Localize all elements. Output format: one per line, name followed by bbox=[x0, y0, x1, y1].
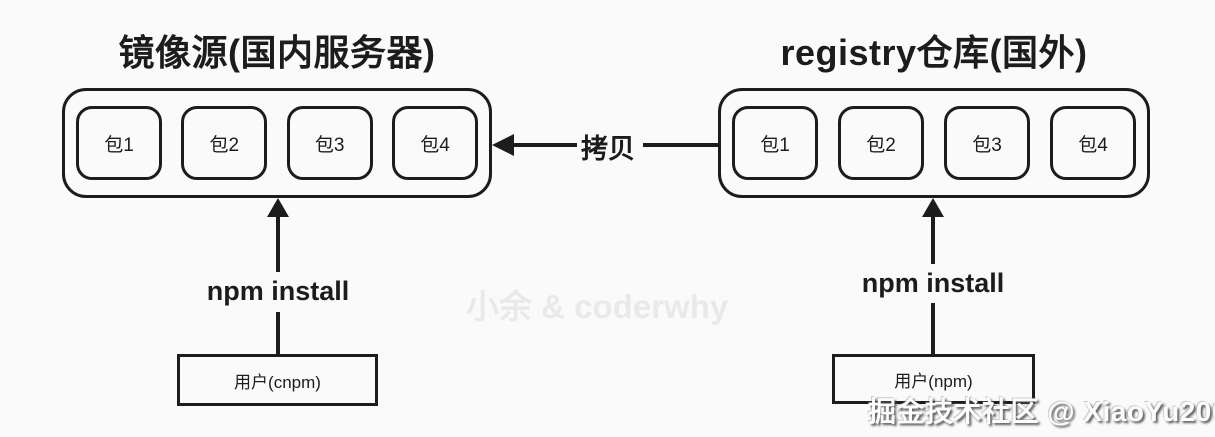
registry-package-2: 包2 bbox=[838, 106, 924, 180]
watermark-corner: 掘金技术社区 @ XiaoYu2002 bbox=[868, 396, 1215, 427]
copy-arrow-line-right bbox=[643, 143, 718, 147]
right-install-arrow-line-lower bbox=[931, 303, 935, 355]
cnpm-user-label: 用户(cnpm) bbox=[234, 372, 321, 392]
registry-package-1: 包1 bbox=[732, 106, 818, 180]
registry-package-3: 包3 bbox=[944, 106, 1030, 180]
npm-user-label: 用户(npm) bbox=[894, 371, 973, 391]
mirror-source-container: 包1 包2 包3 包4 bbox=[62, 88, 492, 198]
left-install-arrowhead-up-icon bbox=[267, 198, 289, 217]
mirror-package-2: 包2 bbox=[181, 106, 268, 180]
mirror-package-1: 包1 bbox=[76, 106, 162, 180]
copy-arrowhead-left-icon bbox=[492, 134, 514, 156]
watermark-center: 小余 & coderwhy bbox=[466, 288, 729, 325]
left-install-arrow-line-lower bbox=[276, 312, 280, 355]
cnpm-user-box: 用户(cnpm) bbox=[177, 354, 378, 406]
right-install-label: npm install bbox=[861, 268, 1005, 298]
npm-user-box: 用户(npm) bbox=[832, 354, 1035, 404]
left-install-arrow-line-upper bbox=[276, 215, 280, 272]
registry-package-4: 包4 bbox=[1050, 106, 1136, 180]
mirror-source-title: 镜像源(国内服务器) bbox=[118, 32, 436, 73]
registry-title: registry仓库(国外) bbox=[780, 32, 1088, 73]
right-install-arrow-line-upper bbox=[931, 215, 935, 264]
registry-container: 包1 包2 包3 包4 bbox=[718, 88, 1150, 198]
left-install-label: npm install bbox=[206, 276, 350, 306]
copy-arrow-line-left bbox=[511, 143, 577, 147]
mirror-package-4: 包4 bbox=[391, 106, 478, 180]
copy-arrow-label: 拷贝 bbox=[581, 134, 635, 164]
mirror-package-3: 包3 bbox=[286, 106, 373, 180]
right-install-arrowhead-up-icon bbox=[922, 198, 944, 217]
